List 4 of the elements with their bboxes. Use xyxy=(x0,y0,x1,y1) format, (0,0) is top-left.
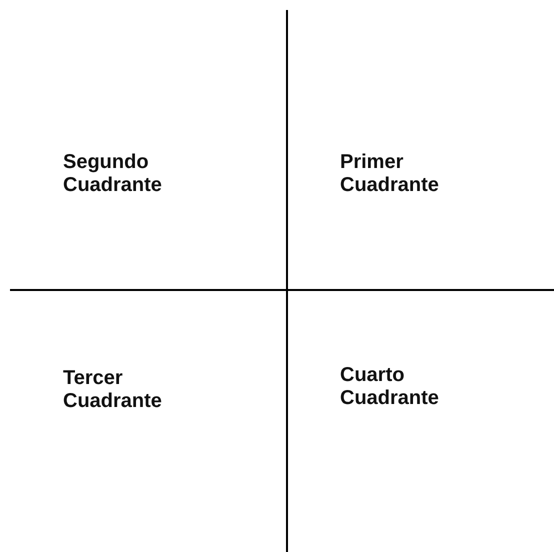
quadrant-label: Primer Cuadrante xyxy=(340,151,440,197)
quadrant-label: Tercer Cuadrante xyxy=(63,367,163,413)
quadrant-label: Segundo Cuadrante xyxy=(63,151,163,197)
quadrant-label: Cuarto Cuadrante xyxy=(340,364,440,410)
